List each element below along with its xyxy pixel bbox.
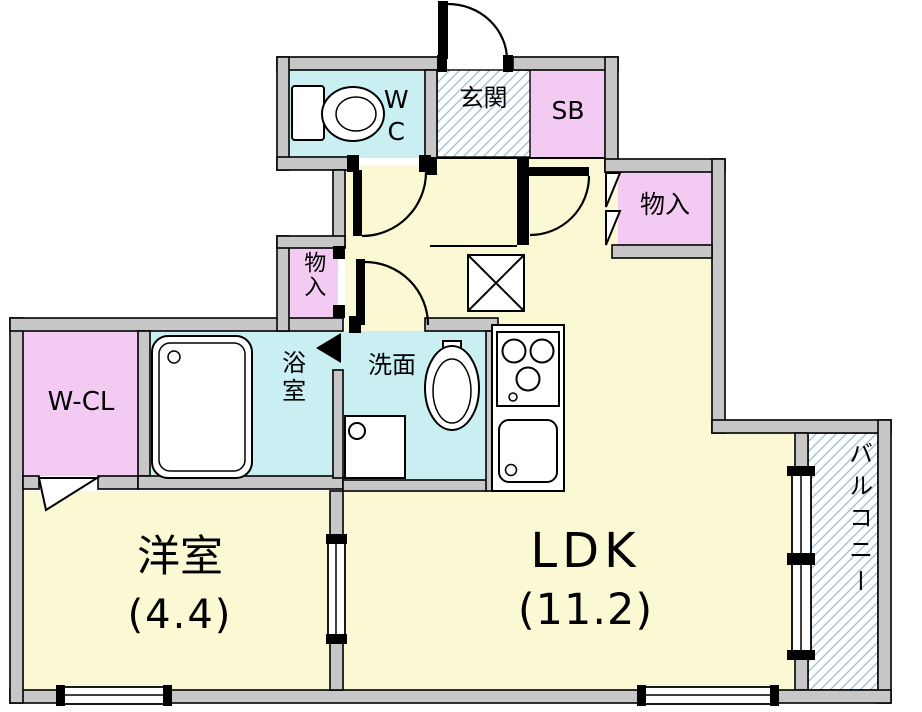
bathroom-door-marker-icon [316,333,341,363]
sliding-window-icon [637,685,779,706]
washbasin-icon [424,340,480,431]
door-posts [333,55,529,333]
room-label-walk-in-closet: W-CL [47,387,115,417]
gas-stove-icon [496,331,560,407]
bathtub-icon [151,335,253,479]
room-label-wc: WC [381,85,411,149]
room-label-western-room: 洋室 [137,532,223,582]
room-size-ldk: (11.2) [517,585,654,635]
kitchen-sink-icon [498,419,558,483]
step-lines [425,157,605,247]
wc-swing-door-arc-icon [353,170,428,238]
walk-in-closet-floor [23,331,138,476]
doors [37,1,622,512]
pipe-space-x-icon [467,254,525,312]
sliding-door-icon [326,534,347,644]
kitchen-counter [491,324,565,492]
windows [56,466,815,706]
room-label-shoe-box: SB [551,96,585,125]
toilet-icon [291,85,385,142]
room-label-storage-left: 物入 [300,251,326,299]
room-label-ldk: LDK [530,523,641,579]
entrance-swing-door-arc-icon [438,1,509,61]
ldk-swing-door-arc-icon [529,167,591,237]
washing-machine-pan-icon [344,415,406,479]
sliding-window-icon [56,685,172,706]
ldk-floor-left [343,491,493,690]
shoe-box-floor [530,70,605,158]
bifold-closet-door-icon [605,172,622,246]
fixtures [151,85,565,492]
entrance-tile-floor [436,69,531,158]
storage-right-floor [618,172,712,245]
room-label-washroom: 洗面 [368,351,416,379]
washroom-swing-door-arc-icon [356,259,430,326]
storage-left-floor [289,248,338,318]
room-size-western-room: (4.4) [127,592,233,638]
room-label-entrance: 玄関 [459,84,508,112]
room-label-storage-right: 物入 [639,190,690,219]
room-label-bathroom: 浴室 [277,350,306,406]
western-room-floor [23,491,343,690]
closet-door-leaf-icon [37,477,101,512]
sliding-window-icon [787,466,815,660]
room-label-balcony: バルコニー [844,441,873,601]
